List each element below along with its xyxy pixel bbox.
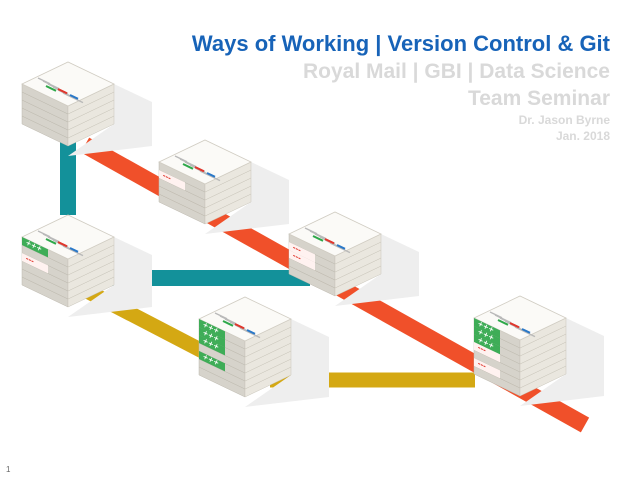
document-top <box>158 139 252 185</box>
commit-stack-final-merge: +++++++++------ <box>473 295 604 406</box>
commit-stack-gold-branch: ++++++++++++ <box>198 296 329 407</box>
minus-signs-icon: --- <box>291 244 302 255</box>
minus-signs-icon: --- <box>291 252 302 263</box>
stack-shadow <box>68 84 152 156</box>
commit-stack-main-merge: ------ <box>288 211 419 306</box>
stack-shadow <box>205 162 289 234</box>
slide-title: Ways of Working | Version Control & Git <box>191 31 610 56</box>
title-block: Ways of Working | Version Control & Git … <box>192 30 610 144</box>
minus-signs-icon: --- <box>24 255 35 266</box>
stack-shadow <box>520 318 604 406</box>
document-top <box>21 61 115 107</box>
commit-stack-teal-branch: +++--- <box>21 214 152 317</box>
slide-subtitle-org: Royal Mail | GBI | Data Science <box>302 60 610 83</box>
presentation-date: Jan. 2018 <box>555 129 610 143</box>
commit-stack-main-2: --- <box>158 139 289 234</box>
minus-signs-icon: --- <box>161 172 172 183</box>
author-name: Dr. Jason Byrne <box>518 113 610 127</box>
minus-signs-icon: --- <box>476 360 487 371</box>
stack-shadow <box>245 319 329 407</box>
stack-shadow <box>335 234 419 306</box>
minus-signs-icon: --- <box>476 344 487 355</box>
slide-subtitle-event: Team Seminar <box>467 87 610 110</box>
document-top <box>288 211 382 257</box>
slide-number: 1 <box>6 465 11 474</box>
commit-stacks: ---+++---------+++++++++++++++++++++----… <box>21 61 604 407</box>
commit-stack-initial <box>21 61 152 156</box>
stack-shadow <box>68 237 152 317</box>
